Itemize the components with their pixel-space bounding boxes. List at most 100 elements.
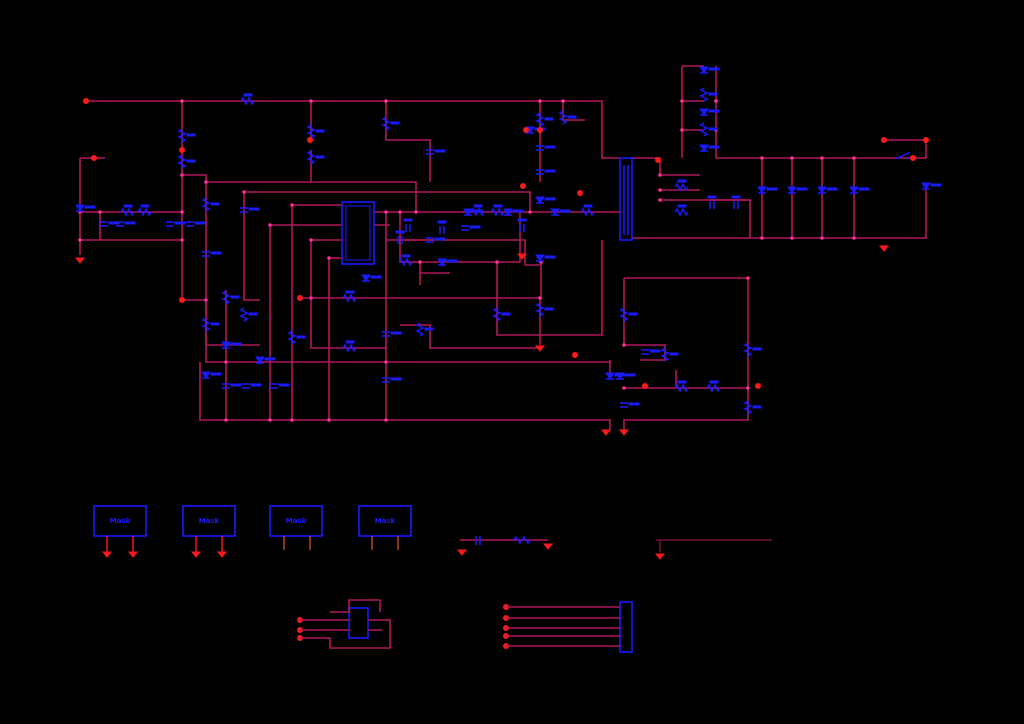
capacitor-label-mark [469, 225, 481, 229]
resistor [580, 207, 595, 217]
capacitor [166, 221, 174, 227]
diode-label-mark [858, 187, 870, 191]
capacitor-label-mark [517, 218, 527, 222]
resistor-label-mark [708, 92, 718, 96]
junction-dot [820, 156, 824, 160]
resistor-label-mark [210, 202, 220, 206]
junction-dot [790, 156, 794, 160]
junction-dot [658, 198, 662, 202]
diode-label-mark [766, 187, 778, 191]
module-blocks: Mask Mask Mask Mask [93, 505, 412, 552]
capacitor-label-mark [124, 221, 136, 225]
junction-dot [760, 236, 764, 240]
module-4-label: Mask [375, 517, 396, 525]
diode-label-mark [544, 255, 556, 259]
diode [757, 186, 767, 194]
resistor [177, 128, 187, 143]
resistor-label-mark [345, 340, 355, 344]
capacitor [222, 383, 230, 389]
junction-dot [384, 360, 388, 364]
resistor [306, 124, 316, 139]
capacitor [519, 224, 525, 232]
junction-dot [309, 238, 313, 242]
diode [817, 186, 827, 194]
capacitor-label-mark [403, 218, 413, 222]
module-3 [269, 505, 323, 537]
resistor [239, 307, 249, 322]
junction-dot [224, 360, 228, 364]
ground-symbol [101, 551, 113, 558]
resistor [201, 317, 211, 332]
resistor-label-mark [544, 307, 554, 311]
grounds [74, 98, 929, 649]
resistor-label-mark [186, 159, 196, 163]
port-terminal [523, 127, 529, 133]
capacitor [620, 402, 628, 408]
port-terminal [179, 147, 185, 153]
ground-symbol [190, 551, 202, 558]
junction-dot [820, 236, 824, 240]
diode-label-mark [544, 197, 556, 201]
capacitor-label-mark [250, 383, 262, 387]
controller-ic [341, 201, 375, 265]
ground-symbol [618, 429, 630, 436]
diode [921, 182, 931, 190]
module-1 [93, 505, 147, 537]
capacitor [116, 221, 124, 227]
diode [550, 208, 560, 216]
junction-dot [98, 210, 102, 214]
diode [361, 274, 371, 282]
port-terminal [572, 352, 578, 358]
diode-label-mark [446, 259, 458, 263]
junction-dot [746, 276, 750, 280]
diode-label-mark [370, 275, 382, 279]
resistor-label-mark [677, 179, 687, 183]
diode [605, 372, 615, 380]
aux-circuit [460, 535, 772, 552]
junction-dot [538, 99, 542, 103]
diode [849, 186, 859, 194]
capacitor-label-mark [395, 230, 405, 234]
resistor [342, 343, 357, 353]
resistor [535, 112, 545, 127]
resistor [240, 96, 255, 106]
junction-dot [852, 236, 856, 240]
capacitor-label-mark [649, 349, 661, 353]
junction-dot [790, 236, 794, 240]
junction-dot [680, 128, 684, 132]
junction-dot [309, 296, 313, 300]
resistor-label-mark [296, 335, 306, 339]
resistor [415, 322, 425, 337]
ground-symbol [216, 551, 228, 558]
junctions [78, 99, 856, 422]
junction-dot [327, 256, 331, 260]
controller-ic-body [345, 205, 371, 261]
resistor-label-mark [243, 93, 253, 97]
junction-dot [658, 173, 662, 177]
port-terminal [655, 157, 661, 163]
resistor-label-mark [544, 117, 554, 121]
ground-symbol [74, 257, 86, 264]
diode-label-mark [210, 372, 222, 376]
capacitor-label-mark [210, 251, 222, 255]
diode [615, 372, 625, 380]
capacitor-label-mark [437, 220, 447, 224]
resistor [306, 150, 316, 165]
port-terminal [520, 183, 526, 189]
capacitor-label-mark [731, 195, 741, 199]
junction-dot [204, 298, 208, 302]
diode-label-mark [84, 205, 96, 209]
junction-dot [622, 343, 626, 347]
diode [503, 208, 513, 216]
diode-label-mark [230, 342, 242, 346]
diode [787, 186, 797, 194]
resistor [381, 116, 391, 131]
resistor [558, 110, 568, 125]
capacitor [202, 251, 210, 257]
junction-dot [78, 238, 82, 242]
capacitor [439, 226, 445, 234]
port-terminal [577, 190, 583, 196]
diode [201, 371, 211, 379]
diode-label-mark [624, 373, 636, 377]
port-terminal [307, 137, 313, 143]
